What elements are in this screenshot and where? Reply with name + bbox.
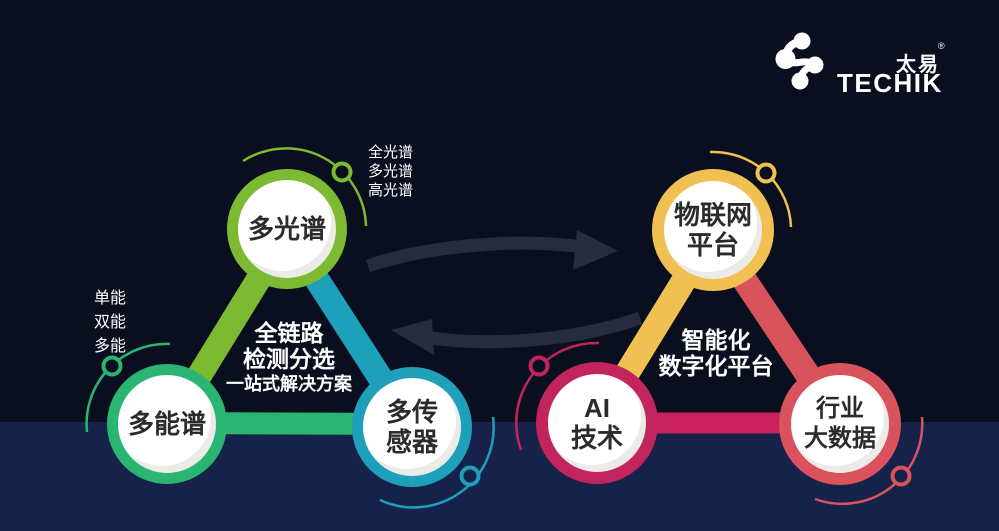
left-triangle-caption: 全链路 检测分选 一站式解决方案	[179, 320, 399, 396]
node-label: 平台	[686, 230, 739, 260]
arc-ai	[515, 341, 600, 451]
orbit-decorations	[85, 147, 924, 509]
node-label: 技术	[570, 423, 623, 453]
spectrum-annotation: 全光谱 多光谱 高光谱	[368, 143, 413, 200]
node-label: 行业	[816, 395, 864, 422]
arc-multi-sensor	[379, 416, 495, 509]
arrow-left-icon	[391, 319, 434, 355]
node-multi-sensor: 多传 感器	[352, 367, 472, 487]
annotation-line: 多能	[94, 338, 127, 355]
annotation-line: 多光谱	[368, 163, 414, 180]
caption-line: 一站式解决方案	[226, 374, 352, 394]
node-ai-technology: AI 技术	[536, 362, 658, 484]
right-triangle-caption: 智能化 数字化平台	[606, 327, 826, 379]
arrow-left-shaft	[422, 311, 643, 349]
orbit-ring-icon	[459, 465, 481, 487]
node-multi-spectral: 多光谱	[227, 169, 347, 289]
node-iot-platform: 物联网 平台	[652, 169, 774, 291]
arrow-right-shaft	[365, 236, 583, 273]
caption-line: 智能化	[681, 327, 751, 353]
annotation-line: 高光谱	[368, 182, 414, 199]
techik-molecule-icon	[775, 32, 824, 90]
node-label: AI	[584, 393, 610, 423]
registered-mark: ®	[938, 41, 945, 51]
arrow-right-icon	[573, 230, 618, 270]
arc-multi-spectral	[242, 147, 368, 227]
orbit-ring-icon	[755, 162, 777, 184]
node-label: 多能谱	[127, 409, 206, 439]
node-label: 感器	[385, 427, 438, 457]
energy-annotation: 单能 双能 多能	[94, 287, 126, 359]
node-label: 多传	[385, 397, 438, 427]
caption-line: 检测分选	[243, 346, 335, 372]
arc-bigdata	[814, 416, 924, 506]
logo-brand-name: TECHIK	[837, 68, 943, 98]
node-multi-energy: 多能谱	[107, 364, 227, 484]
node-label: 多光谱	[247, 214, 326, 244]
node-industry-bigdata: 行业 大数据	[779, 363, 901, 485]
annotation-line: 单能	[94, 290, 127, 307]
annotation-line: 双能	[94, 314, 127, 331]
node-label: 物联网	[673, 200, 752, 230]
node-label: 大数据	[804, 425, 876, 452]
logo-chinese-name: 太易	[896, 54, 940, 76]
caption-line: 全链路	[254, 320, 324, 346]
orbit-ring-icon	[101, 355, 123, 377]
caption-line: 数字化平台	[658, 353, 774, 379]
annotation-line: 全光谱	[368, 144, 414, 161]
exchange-arrows	[365, 230, 643, 355]
techik-logo: 太易 ® TECHIK	[775, 30, 975, 98]
orbit-ring-icon	[331, 161, 353, 183]
orbit-ring-icon	[528, 355, 550, 377]
orbit-ring-icon	[890, 465, 912, 487]
